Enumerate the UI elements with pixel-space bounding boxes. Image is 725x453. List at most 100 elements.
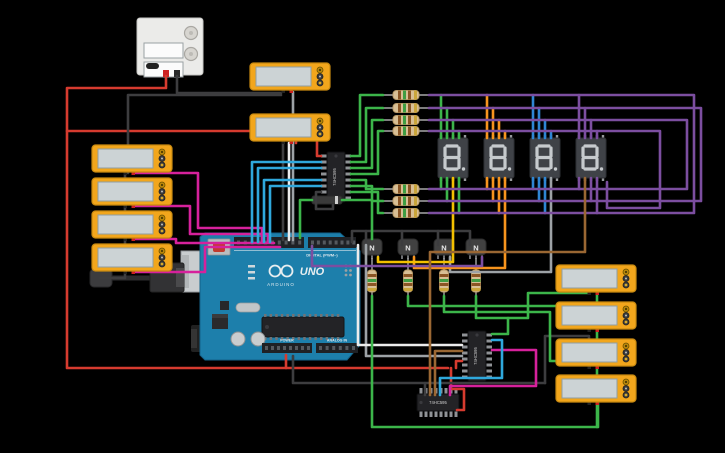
wire-cyan[interactable] (256, 166, 323, 244)
wire-brown[interactable] (433, 349, 464, 397)
wire-green[interactable] (349, 129, 385, 176)
chip-pin (449, 411, 453, 417)
wire-white[interactable] (356, 243, 464, 347)
multimeter[interactable] (91, 144, 173, 175)
resistor[interactable] (383, 126, 429, 136)
resistor-band (439, 279, 449, 282)
wire-black[interactable] (543, 334, 591, 385)
analog-header[interactable] (316, 343, 358, 353)
mode-dot (161, 190, 163, 193)
resistor-band (408, 208, 411, 218)
multimeter[interactable] (91, 210, 173, 241)
wire-red[interactable] (65, 129, 323, 158)
seven-segment-display[interactable] (529, 135, 561, 181)
led-rx (248, 277, 255, 280)
resistor[interactable] (383, 90, 429, 100)
wire-cyan[interactable] (262, 178, 323, 244)
chip-pin (462, 357, 468, 361)
power-button[interactable] (146, 63, 159, 69)
chip-pin (462, 345, 468, 349)
wire-yellow[interactable] (376, 176, 455, 264)
seven-segment-display[interactable] (575, 135, 607, 181)
wire-red[interactable] (65, 74, 450, 370)
multimeter[interactable] (555, 301, 637, 332)
wire-cyan[interactable] (438, 338, 504, 397)
wire-purple[interactable] (427, 118, 689, 191)
resistor[interactable] (383, 103, 429, 113)
wire-green[interactable] (340, 198, 374, 241)
multimeter[interactable] (91, 243, 173, 274)
positive-terminal[interactable] (163, 70, 169, 77)
seven-segment-display[interactable] (437, 135, 469, 181)
wire-purple[interactable] (427, 93, 696, 215)
wire-magenta[interactable] (131, 237, 276, 245)
seven-segment-display[interactable] (483, 135, 515, 181)
wire-magenta[interactable] (131, 171, 264, 244)
multimeter[interactable] (555, 338, 637, 369)
wire-black[interactable] (350, 229, 472, 247)
meter-screen (97, 214, 154, 235)
mode-dot (625, 387, 627, 390)
wire-green[interactable] (349, 118, 385, 170)
multimeter[interactable] (555, 264, 637, 295)
uno-label: UNO (300, 266, 325, 278)
wire-purple[interactable] (427, 129, 662, 210)
shift-register-74hc595[interactable]: 74HC595 (321, 151, 351, 203)
wire-green[interactable] (298, 198, 314, 240)
mcu-pin (320, 337, 323, 340)
chip-pin (486, 345, 492, 349)
resistor[interactable] (383, 115, 429, 125)
wire-brown[interactable] (428, 176, 587, 397)
negative-terminal[interactable] (174, 70, 180, 77)
wire-magenta[interactable] (448, 348, 538, 397)
shift-register-74hc595[interactable]: 74HC595 (462, 330, 492, 382)
wire-gray[interactable] (448, 176, 553, 274)
resistor-band (471, 283, 481, 286)
multimeter[interactable] (91, 177, 173, 208)
header-pin (295, 346, 298, 350)
wire-red[interactable] (454, 359, 464, 370)
digital-header-right[interactable] (308, 237, 356, 248)
chip-body (416, 393, 460, 412)
multimeter[interactable] (249, 113, 331, 144)
display-pin (601, 135, 605, 139)
multimeter[interactable] (249, 62, 331, 93)
chip-pin (321, 178, 327, 182)
resistor[interactable] (383, 196, 429, 206)
header-pin (307, 346, 310, 350)
wire-magenta[interactable] (131, 204, 270, 244)
resistor[interactable] (383, 184, 429, 194)
resistor-band (414, 208, 417, 218)
wire-green[interactable] (349, 106, 385, 164)
mode-dot (625, 345, 627, 347)
power-header[interactable] (262, 343, 312, 353)
shift-register-74hc595[interactable]: 74HC595 (416, 388, 460, 417)
chip-pin (345, 184, 351, 188)
capacitor (230, 331, 246, 347)
wire-green[interactable] (474, 291, 591, 320)
resistor-band (367, 288, 377, 291)
wire-purple[interactable] (310, 244, 484, 268)
mode-dot (625, 351, 627, 354)
power-supply[interactable] (136, 17, 204, 78)
wire-green[interactable] (349, 93, 385, 158)
multimeter[interactable] (555, 374, 637, 405)
resistor-band (414, 184, 417, 194)
wire-cyan[interactable] (268, 184, 323, 244)
wire-black[interactable] (175, 74, 283, 95)
chip-pin (462, 351, 468, 355)
wire-green[interactable] (349, 190, 385, 215)
wire-magenta[interactable] (131, 245, 282, 274)
wire-green[interactable] (349, 178, 385, 191)
wire-black[interactable] (291, 354, 547, 385)
mode-dot (625, 308, 627, 310)
resistor-band (414, 196, 417, 206)
crystal (235, 302, 261, 313)
wire-cyan[interactable] (250, 160, 323, 244)
resistor[interactable] (383, 208, 429, 218)
wire-purple[interactable] (427, 106, 703, 203)
wire-green[interactable] (490, 316, 510, 336)
wire-black[interactable] (314, 190, 335, 211)
chip-body (467, 330, 487, 382)
